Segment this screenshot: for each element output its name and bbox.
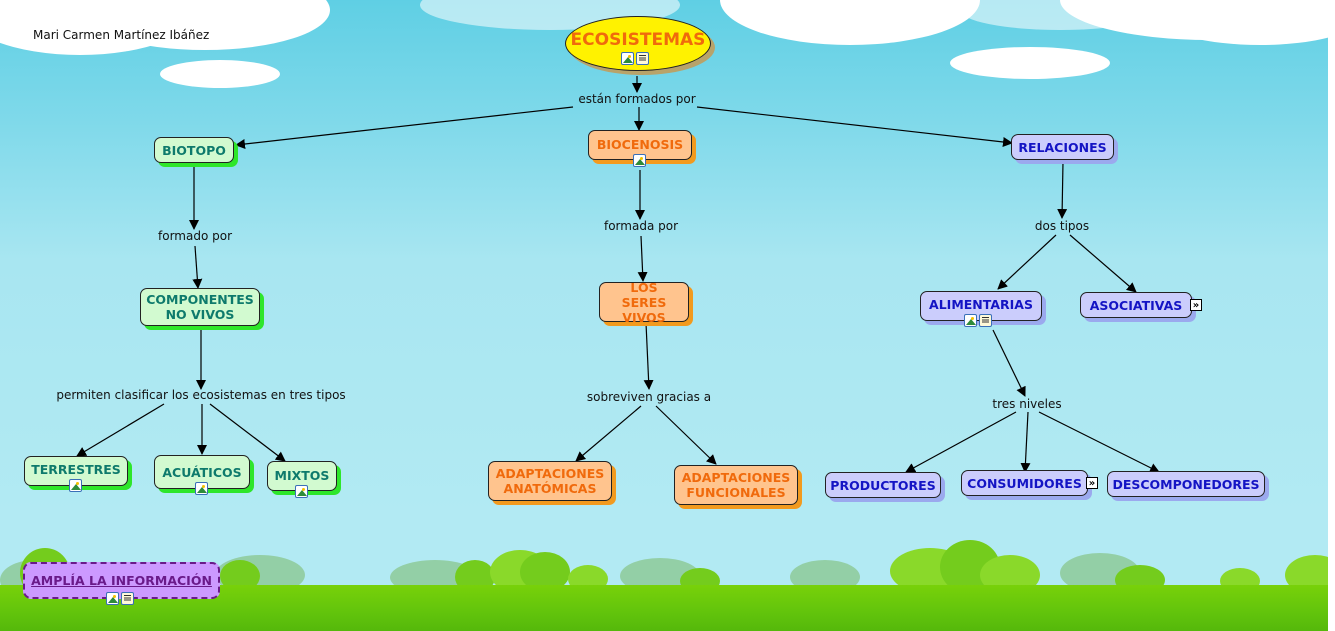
cloud [950, 47, 1110, 79]
acuaticos-resources [195, 482, 208, 495]
node-alimentarias[interactable]: ALIMENTARIAS [920, 291, 1042, 321]
link [643, 322, 654, 390]
root-node-ecosistemas[interactable]: ECOSISTEMAS [565, 16, 711, 71]
image-icon[interactable] [106, 592, 119, 605]
image-icon[interactable] [964, 314, 977, 327]
link [76, 403, 165, 457]
mixtos-resources [295, 485, 308, 498]
node-descomponedores[interactable]: DESCOMPONEDORES [1107, 471, 1265, 497]
alimentarias-resources [964, 314, 992, 327]
linking-phrase[interactable]: formada por [603, 219, 679, 233]
link [655, 405, 717, 465]
author-name: Mari Carmen Martínez Ibáñez [33, 28, 210, 42]
root-label: ECOSISTEMAS [570, 30, 706, 50]
node-biocenosis[interactable]: BIOCENOSIS [588, 130, 692, 160]
node-relaciones[interactable]: RELACIONES [1011, 134, 1114, 160]
link [992, 329, 1026, 397]
node-mixtos[interactable]: MIXTOS [267, 461, 337, 491]
ampl-resources [106, 592, 134, 605]
node-consumidores[interactable]: CONSUMIDORES [961, 470, 1088, 496]
image-icon[interactable] [621, 52, 634, 65]
link [997, 234, 1057, 290]
link [1020, 411, 1031, 473]
node-adaptaciones-anatomicas[interactable]: ADAPTACIONES ANATÓMICAS [488, 461, 612, 501]
node-seres-vivos[interactable]: LOS SERES VIVOS [599, 280, 689, 325]
node-asociativas[interactable]: ASOCIATIVAS [1080, 292, 1192, 318]
link [905, 411, 1017, 473]
link [1057, 161, 1068, 219]
linking-phrase[interactable]: están formados por [578, 92, 696, 106]
link [1069, 234, 1137, 293]
cloud [860, 0, 970, 20]
link [696, 106, 1013, 147]
document-icon[interactable] [121, 592, 134, 605]
root-resources [621, 52, 649, 65]
terrestres-resources [69, 479, 82, 492]
link [209, 403, 286, 462]
expand-icon[interactable]: » [1190, 299, 1202, 311]
node-componentes-no-vivos[interactable]: COMPONENTES NO VIVOS [140, 288, 260, 326]
link [575, 405, 642, 462]
grass-ground [0, 585, 1328, 631]
link [235, 106, 574, 149]
linking-phrase[interactable]: dos tipos [1034, 219, 1090, 233]
linking-phrase[interactable]: permiten clasificar los ecosistemas en t… [56, 388, 346, 402]
linking-phrase[interactable]: tres niveles [992, 397, 1062, 411]
linking-phrase[interactable]: formado por [158, 229, 232, 243]
image-icon[interactable] [69, 479, 82, 492]
document-icon[interactable] [979, 314, 992, 327]
image-icon[interactable] [633, 154, 646, 167]
node-productores[interactable]: PRODUCTORES [825, 472, 941, 498]
node-biotopo[interactable]: BIOTOPO [154, 137, 234, 163]
link [192, 245, 203, 289]
link [637, 235, 648, 282]
link [1038, 411, 1160, 473]
document-icon[interactable] [636, 52, 649, 65]
linking-phrase[interactable]: sobreviven gracias a [586, 390, 712, 404]
image-icon[interactable] [295, 485, 308, 498]
image-icon[interactable] [195, 482, 208, 495]
biocenosis-resources [633, 154, 646, 167]
node-adaptaciones-funcionales[interactable]: ADAPTACIONES FUNCIONALES [674, 465, 798, 505]
cloud [160, 60, 280, 88]
expand-icon[interactable]: » [1086, 477, 1098, 489]
